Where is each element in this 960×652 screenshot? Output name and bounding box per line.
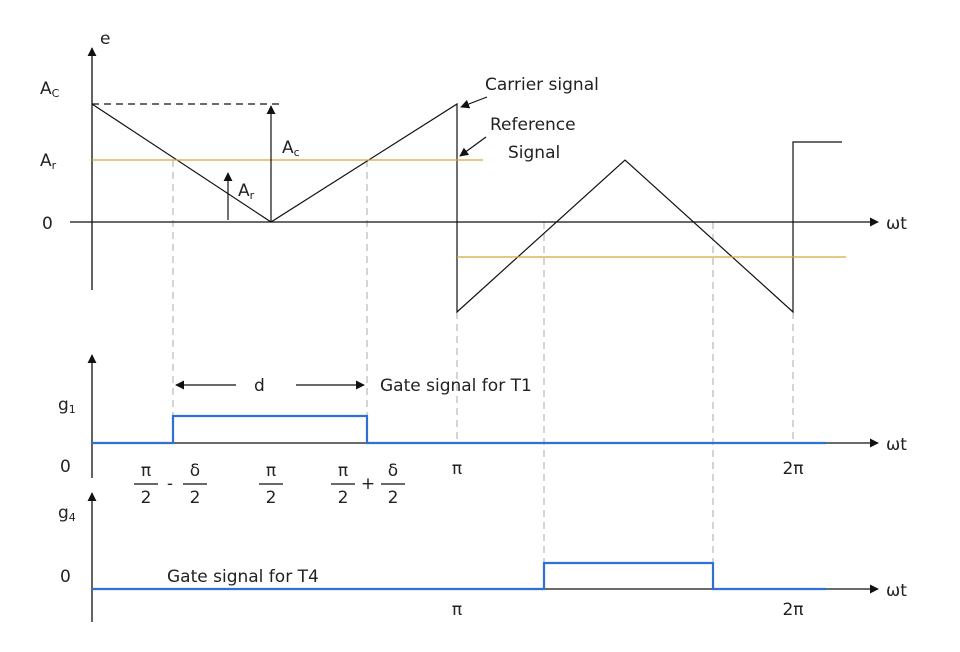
reference-pointer xyxy=(459,136,487,157)
ar-axis-label: Ar xyxy=(40,151,57,172)
tick-pi2-plus-delta2: π 2 + δ 2 xyxy=(331,461,405,508)
minus-sign: - xyxy=(167,474,173,494)
ac-arrow-label: Ac xyxy=(282,138,300,159)
ac-axis-label: AC xyxy=(40,79,60,100)
frac-num: δ xyxy=(388,461,398,481)
zero-g1-label: 0 xyxy=(60,457,71,477)
g1-label: g1 xyxy=(58,395,76,416)
frac-num: π xyxy=(338,461,348,481)
tick-pi2: π 2 xyxy=(259,461,283,508)
carrier-signal-label: Carrier signal xyxy=(485,75,599,95)
frac-den: 2 xyxy=(190,488,201,508)
frac-den: 2 xyxy=(266,488,277,508)
carrier-signal xyxy=(91,102,842,314)
reference-signal-label-line2: Signal xyxy=(508,143,560,163)
tick-2pi: 2π xyxy=(782,459,803,479)
wt-label-top: ωt xyxy=(886,214,907,234)
wt-label-g1: ωt xyxy=(886,435,907,455)
tick-pi2-minus-delta2: π 2 - δ 2 xyxy=(134,461,207,508)
plus-sign: + xyxy=(361,474,375,494)
tick-pi: π xyxy=(452,459,462,479)
wt-label-g4: ωt xyxy=(886,581,907,601)
top-panel: e AC Ar 0 ωt Ac Ar Carrier signal Refere… xyxy=(40,29,907,589)
g1-panel: d Gate signal for T1 g1 0 ωt π 2 - δ 2 π… xyxy=(58,354,907,508)
d-label: d xyxy=(254,376,265,396)
frac-num: δ xyxy=(190,461,200,481)
gate-t1-label: Gate signal for T1 xyxy=(380,376,532,396)
reference-signal-label-line1: Reference xyxy=(490,115,576,135)
frac-den: 2 xyxy=(338,488,349,508)
g4-label: g4 xyxy=(58,503,76,524)
frac-num: π xyxy=(266,461,276,481)
carrier-pointer xyxy=(460,96,488,109)
tick-pi-bottom: π xyxy=(452,600,462,620)
g4-panel: g4 0 ωt Gate signal for T4 π 2π xyxy=(58,492,907,622)
e-axis-label: e xyxy=(100,29,110,49)
frac-den: 2 xyxy=(388,488,399,508)
frac-num: π xyxy=(141,461,151,481)
tick-2pi-bottom: 2π xyxy=(782,600,803,620)
gate-signal-t1 xyxy=(92,414,826,445)
frac-den: 2 xyxy=(141,488,152,508)
ar-arrow-label: Ar xyxy=(238,181,255,202)
zero-top-label: 0 xyxy=(42,214,53,234)
zero-g4-label: 0 xyxy=(60,567,71,587)
gate-signal-t4 xyxy=(92,561,826,591)
gate-t4-label: Gate signal for T4 xyxy=(167,567,319,587)
